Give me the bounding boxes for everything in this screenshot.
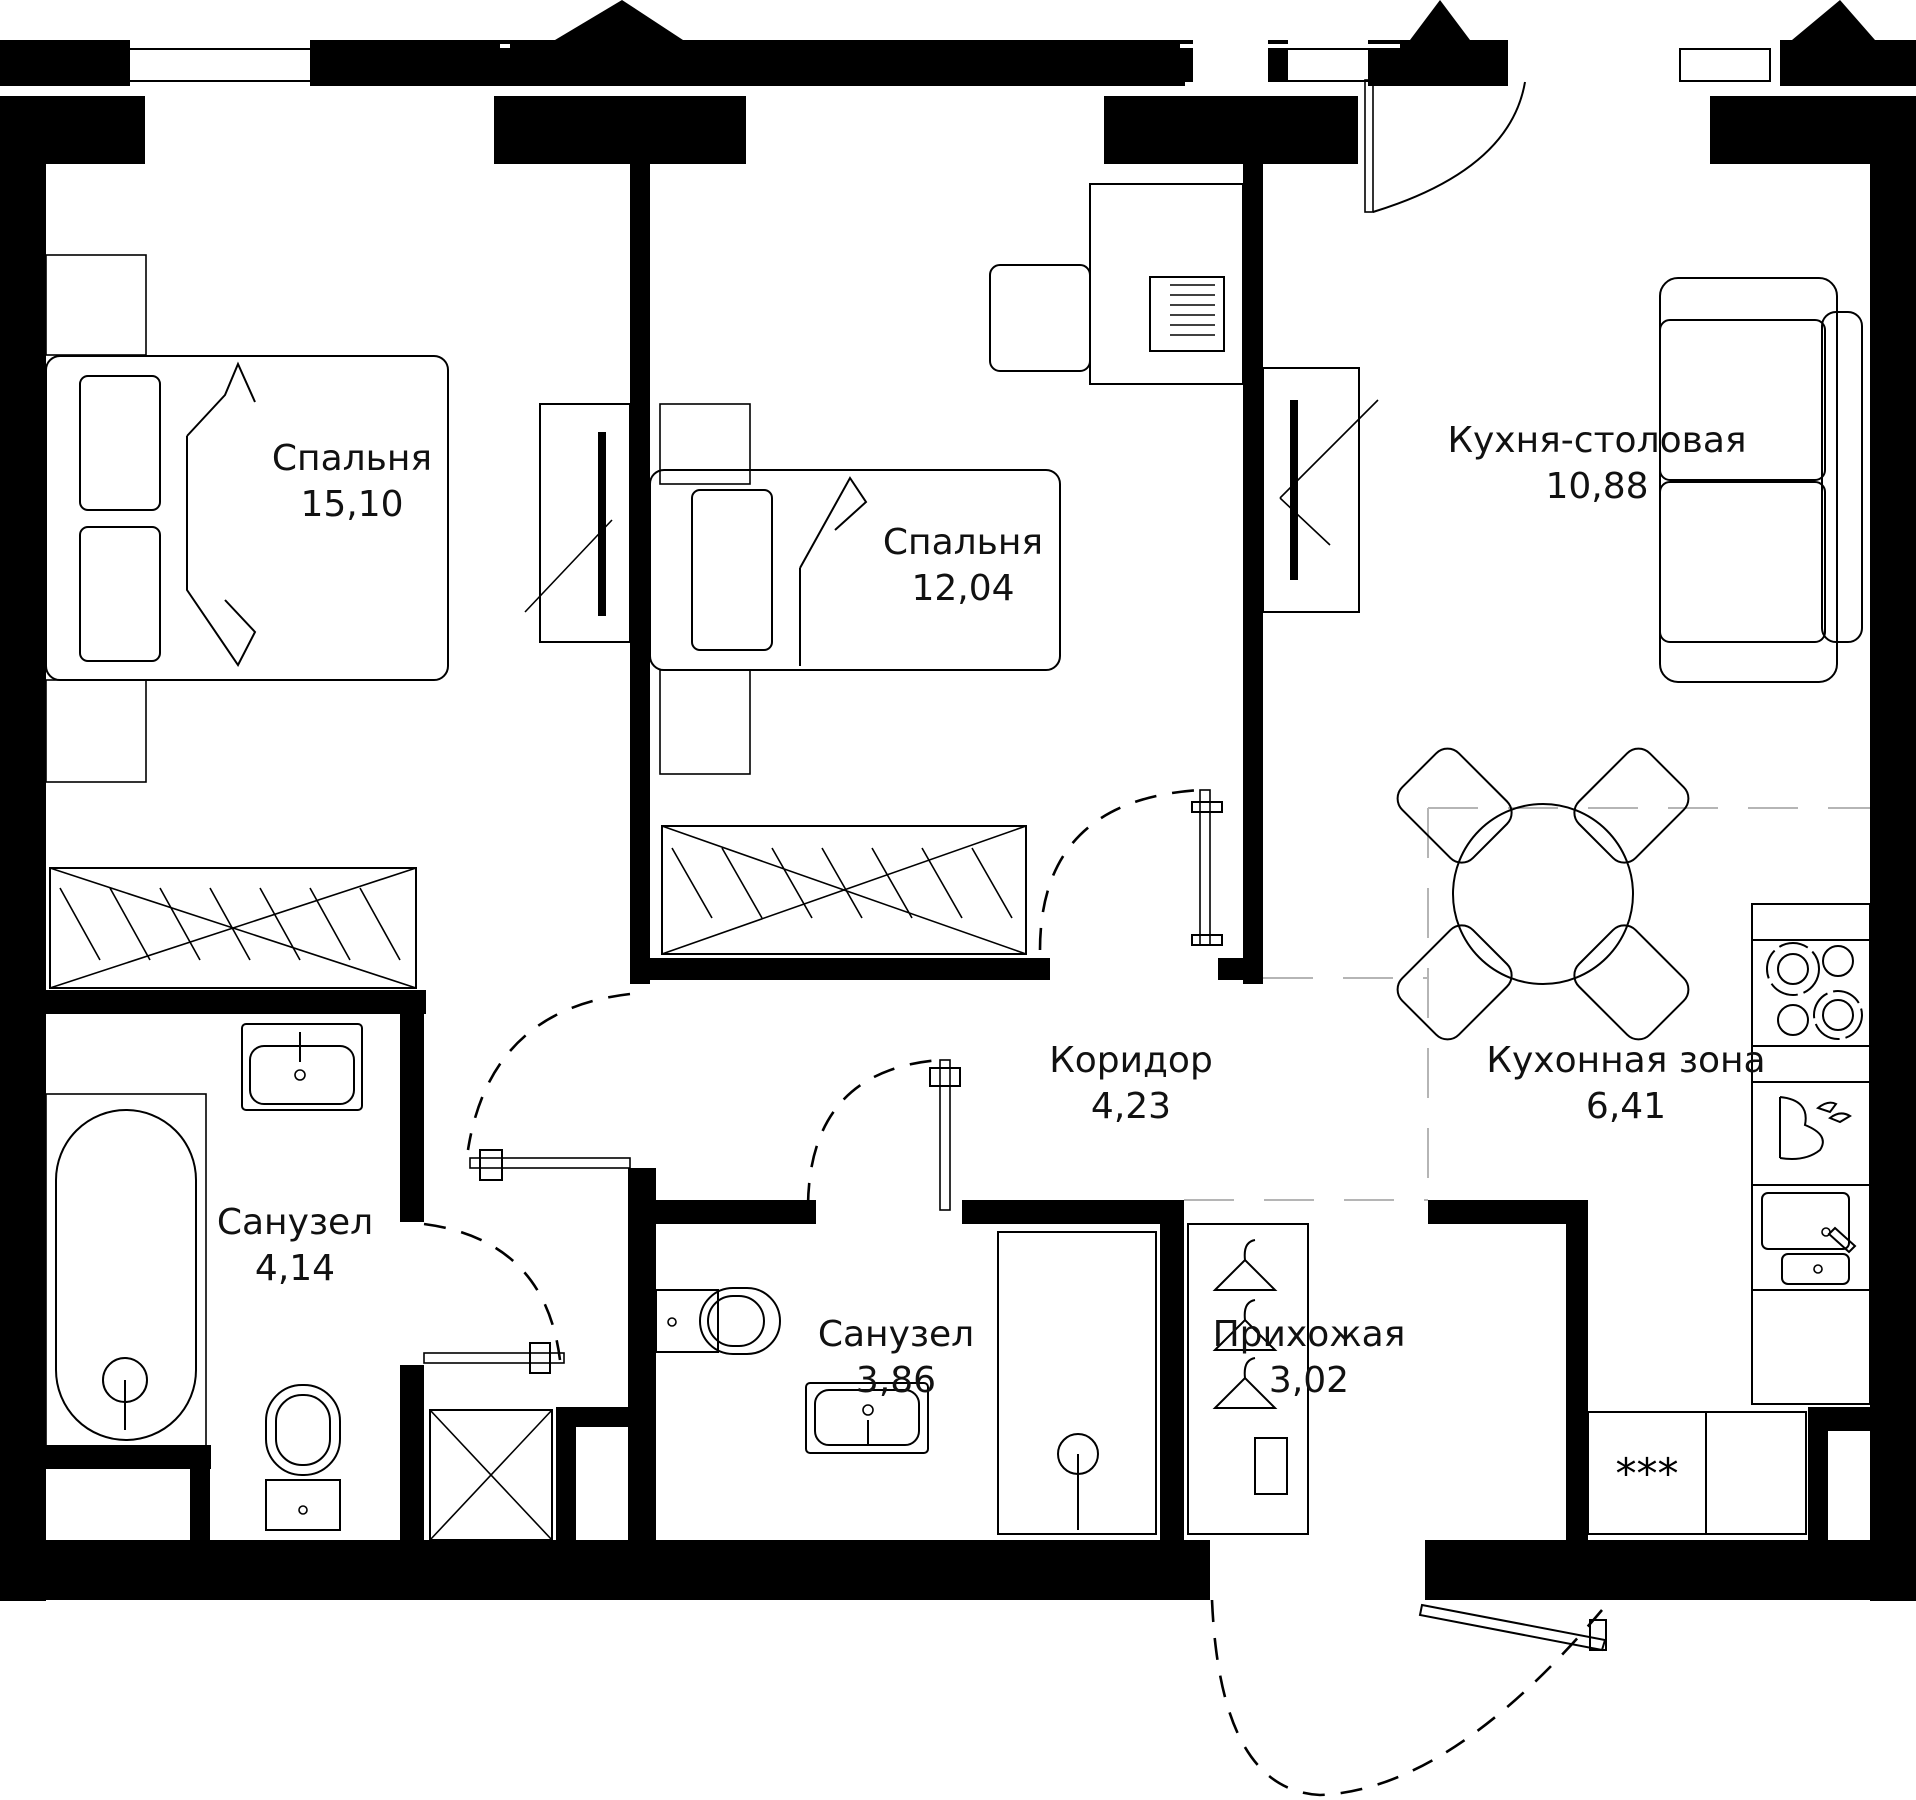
room-name: Спальня [882,522,1044,563]
washbasin-bathroom-2 [805,1382,929,1454]
room-label-hallway: Прихожая 3,02 [1213,1312,1406,1404]
cooktop-icon [1766,942,1863,1040]
room-name: Кухня-столовая [1447,420,1747,461]
room-area: 4,23 [1090,1086,1172,1127]
door-bedroom-1 [466,992,631,1181]
room-label-corridor: Коридор 4,23 [1049,1038,1213,1130]
room-name: Спальня [271,438,433,479]
wardrobe-bedroom-1-side [524,403,631,643]
kitchen-low-cabinet: *** [1587,1411,1807,1535]
wardrobe-bedroom-1 [49,867,417,989]
room-area: 6,41 [1585,1086,1667,1127]
entrance-balcony-door [1364,79,1526,213]
room-name: Санузел [817,1314,975,1355]
door-bedroom-2 [1038,788,1223,951]
kitchen-wardrobe [1262,367,1379,613]
door-bathroom-2 [806,1058,961,1211]
room-area: 12,04 [911,568,1015,609]
washbasin-bathroom-1 [241,1023,363,1111]
room-name: Кухонная зона [1486,1040,1766,1081]
double-bed [45,254,449,783]
room-label-bedroom-2: Спальня 12,04 [883,520,1043,612]
room-label-bathroom-1: Санузел 4,14 [217,1200,373,1292]
door-bathroom-1 [423,1222,565,1374]
wardrobe-bedroom-2 [661,825,1027,955]
single-bed [649,403,1061,775]
shower-cabin [997,1231,1157,1535]
entrance-door [1210,1599,1607,1797]
kitchen-sink-icon [1761,1192,1857,1285]
kitchen-counter [1751,903,1871,1405]
room-area: 10,88 [1545,466,1649,507]
dining-table-with-chairs [1396,747,1690,1041]
interior-walls [46,164,1876,1600]
room-name: Прихожая [1212,1314,1406,1355]
room-label-kitchen-zone: Кухонная зона 6,41 [1486,1038,1765,1130]
room-area: 3,86 [855,1360,937,1401]
toilet-bathroom-1 [265,1384,341,1531]
toilet-bathroom-2 [655,1287,781,1355]
desk-with-laptop [989,183,1244,385]
room-name: Коридор [1049,1040,1213,1081]
zone-boundaries [1184,807,1870,1201]
room-area: 3,02 [1268,1360,1350,1401]
bathtub [45,1093,207,1447]
room-label-bedroom-1: Спальня 15,10 [272,436,432,528]
hallway-wardrobe [1187,1223,1309,1535]
svg-text:***: *** [1616,1449,1679,1498]
dishwasher-icon [1779,1096,1852,1160]
exterior-walls [0,96,1916,1601]
room-label-bathroom-2: Санузел 3,86 [818,1312,974,1404]
exterior-wall-top [0,0,1916,86]
room-area: 4,14 [254,1248,336,1289]
room-name: Санузел [216,1202,374,1243]
sofa [1659,277,1863,683]
room-area: 15,10 [300,484,404,525]
utility-closet [429,1409,553,1541]
windows [79,44,1771,82]
room-label-kitchen-dining: Кухня-столовая 10,88 [1447,418,1746,510]
